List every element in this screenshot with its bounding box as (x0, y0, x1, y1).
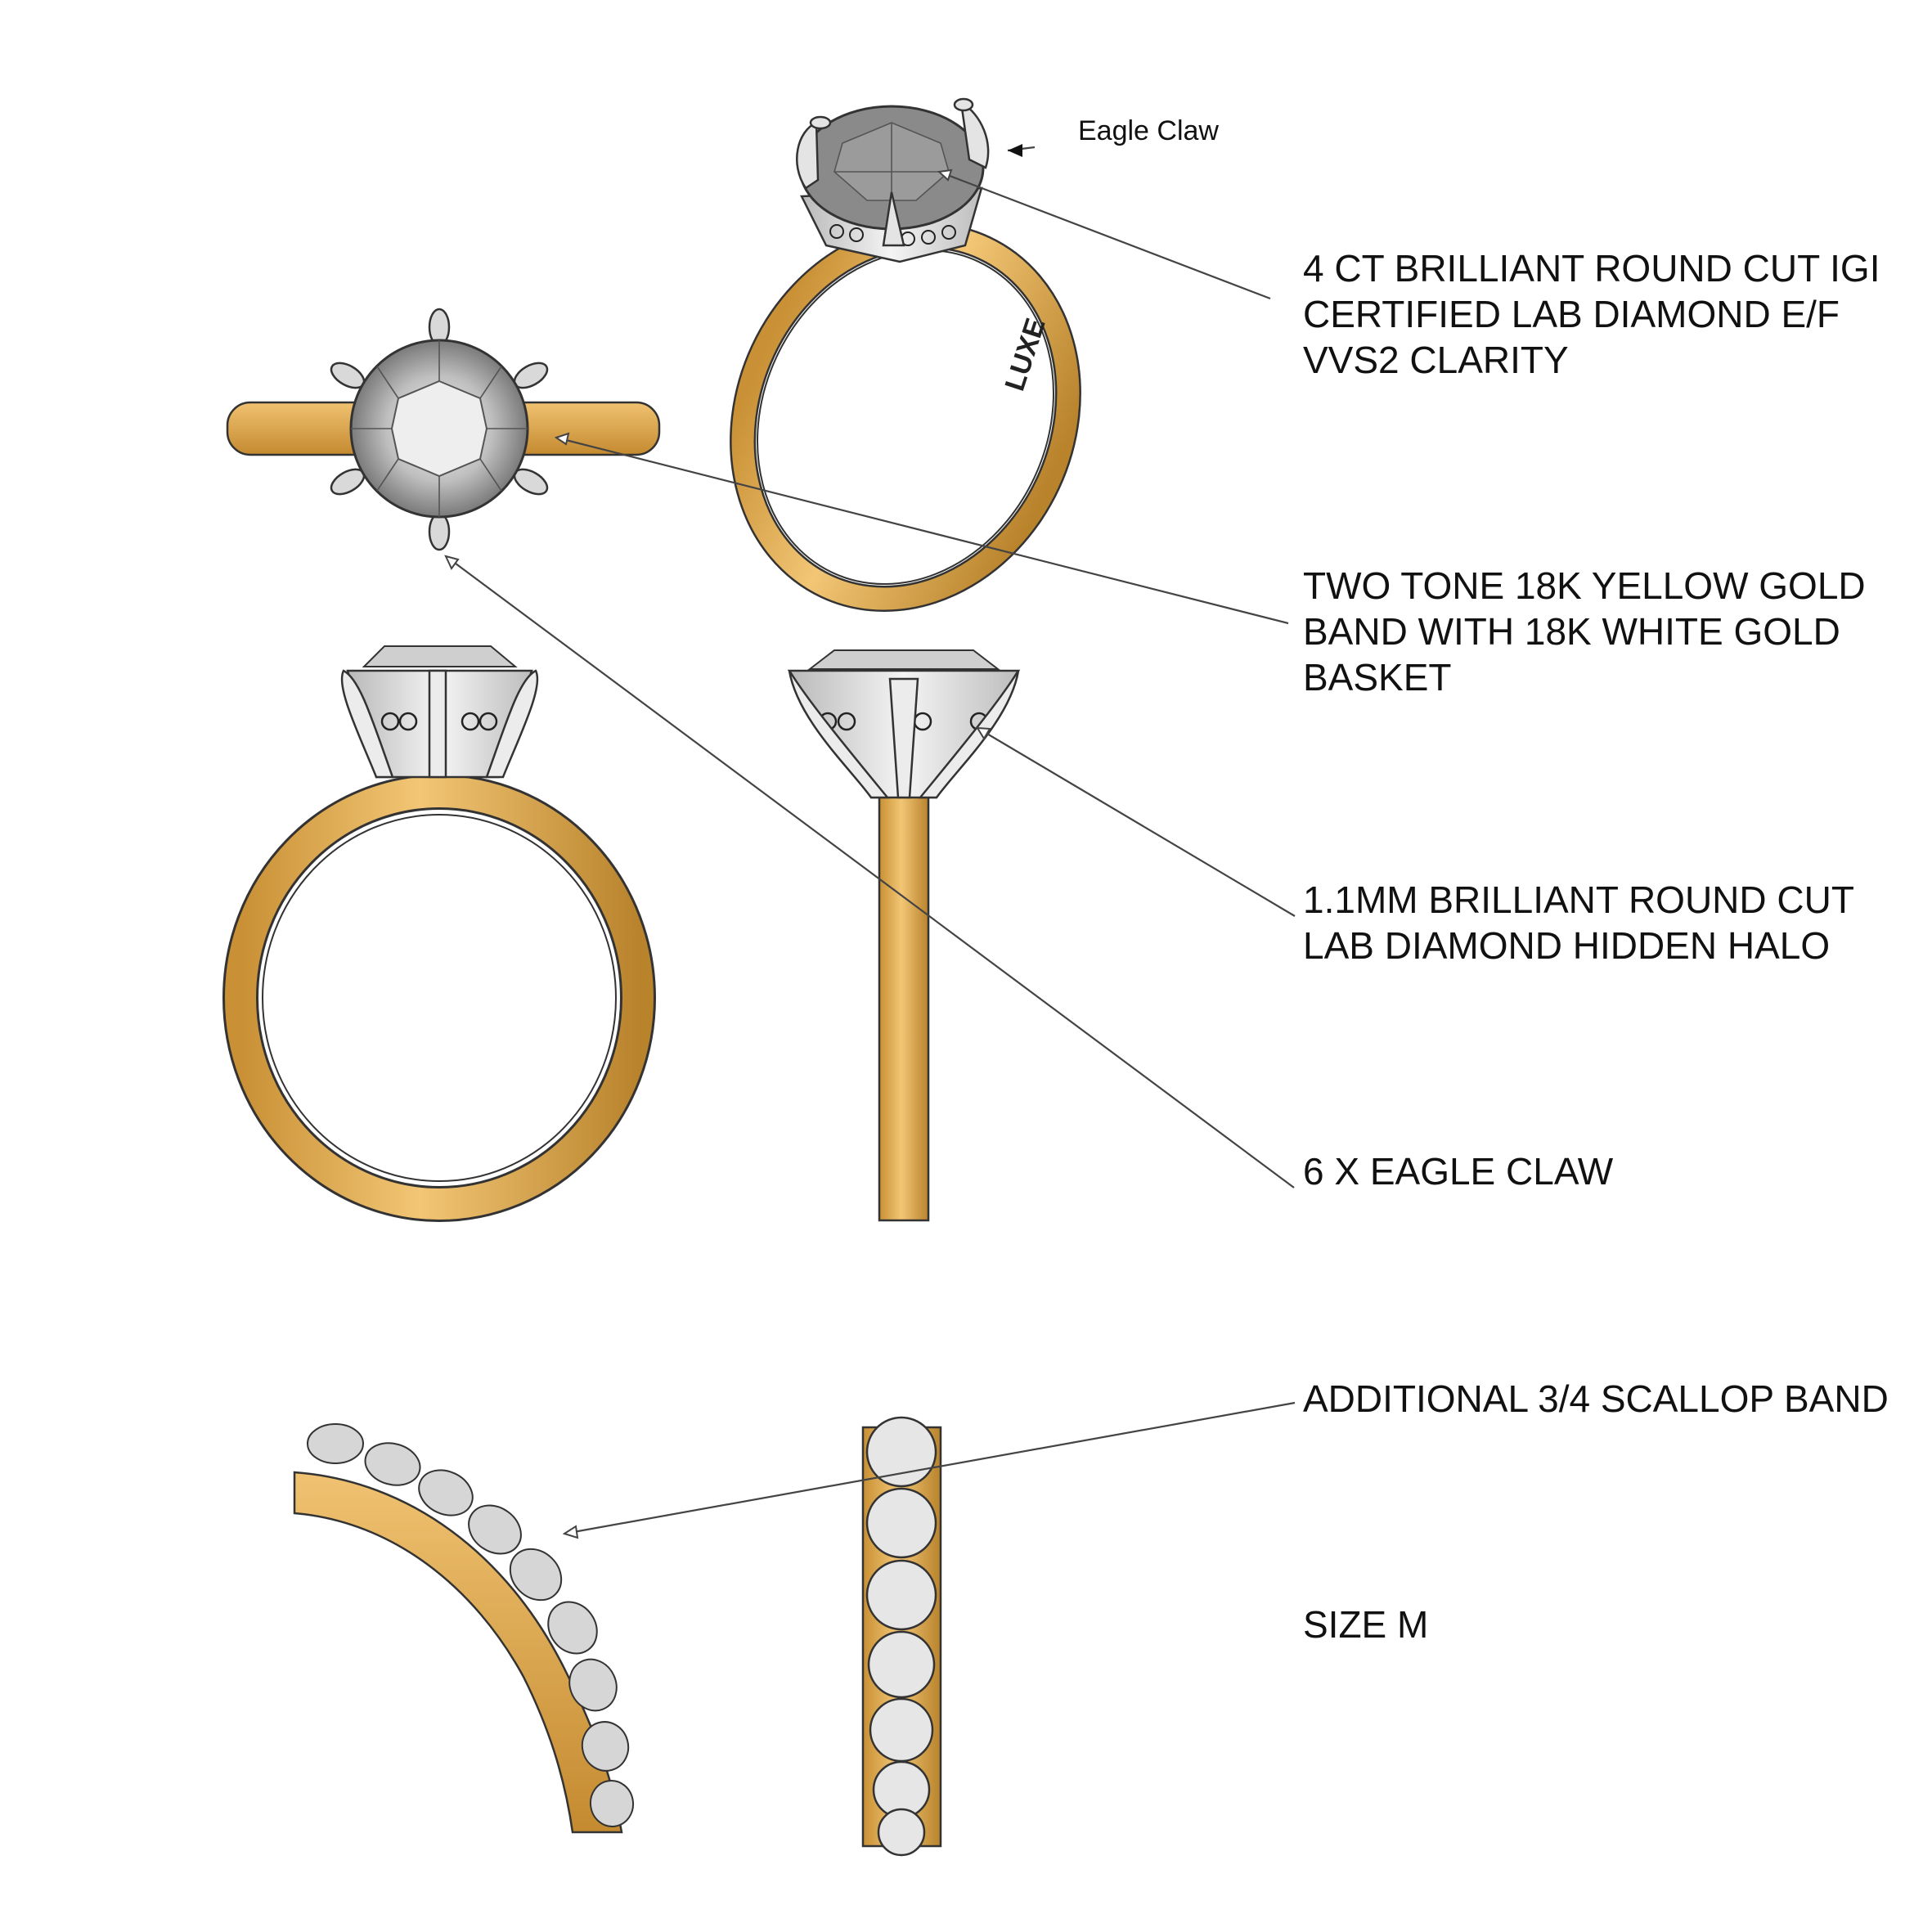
engraving-text: LUXE (999, 314, 1051, 394)
halo-spec-label: 1.1MM BRILLIANT ROUND CUT LAB DIAMOND HI… (1303, 878, 1854, 967)
side-view-ring (787, 649, 1021, 1222)
leader-stone (938, 170, 1271, 300)
scallop-band-label: ADDITIONAL 3/4 SCALLOP BAND (1303, 1377, 1889, 1420)
side-band (878, 793, 930, 1222)
front-claws (340, 669, 539, 779)
metal-spec-label: TWO TONE 18K YELLOW GOLD BAND WITH 18K W… (1303, 564, 1866, 699)
scallop-band-front-stones (865, 1416, 937, 1857)
arrowhead-eagle-claw (1008, 144, 1022, 157)
scallop-band-profile (293, 1423, 635, 1834)
scallop-band-front (861, 1416, 942, 1857)
top-view-ring (226, 308, 661, 551)
leader-scallop (564, 1401, 1296, 1535)
leader-halo (977, 727, 1296, 917)
size-label: SIZE M (1303, 1603, 1429, 1646)
leader-lines (444, 144, 1296, 1539)
top-view-facet-lines (351, 340, 528, 517)
front-view-ring (222, 645, 656, 1222)
side-diamond-crown (807, 649, 1000, 670)
top-view-table-facet (390, 380, 488, 478)
perspective-claws (796, 97, 990, 247)
scallop-band-gold (293, 1471, 623, 1834)
leader-metal (555, 436, 1289, 625)
front-diamond-crown (362, 645, 518, 667)
top-view-claws (330, 308, 549, 551)
perspective-halo-stones (829, 224, 956, 246)
leader-claws (445, 555, 1295, 1188)
eagle-claw-label: Eagle Claw (1078, 115, 1219, 146)
stone-spec-label: 4 CT BRILLIANT ROUND CUT IGI CERTIFIED L… (1303, 247, 1880, 381)
scallop-band-stones (307, 1423, 635, 1827)
perspective-view-ring: LUXE (730, 97, 1081, 612)
front-halo-stones (380, 712, 498, 731)
claws-spec-label: 6 X EAGLE CLAW (1303, 1150, 1614, 1193)
side-claws (788, 670, 1020, 799)
